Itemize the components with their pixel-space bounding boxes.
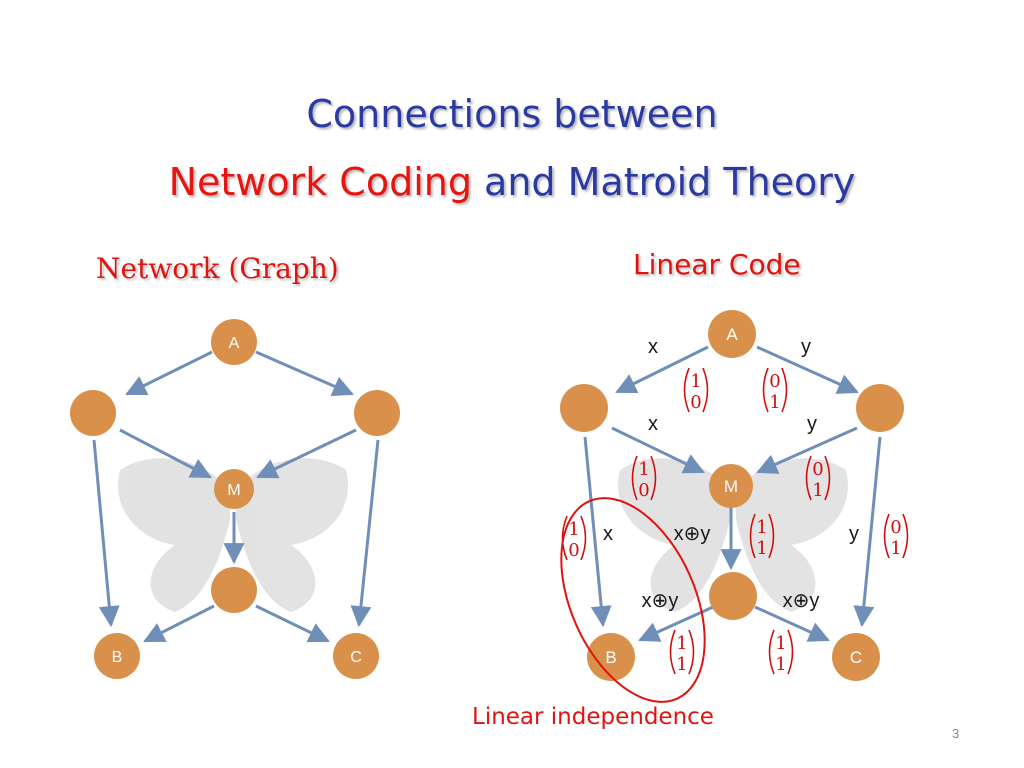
butterfly-watermark-right bbox=[618, 458, 848, 612]
page-number: 3 bbox=[952, 726, 960, 741]
edge-right-c bbox=[853, 436, 882, 628]
edge-right-m bbox=[756, 426, 858, 474]
edge-bottom-c bbox=[255, 604, 330, 643]
edge-label-y-top: y bbox=[801, 336, 811, 358]
heading-network-graph: Network (Graph) bbox=[96, 252, 339, 285]
heading-linear-code: Linear Code bbox=[633, 248, 801, 281]
edge-left-m bbox=[611, 426, 705, 474]
butterfly-watermark bbox=[118, 458, 348, 612]
node-a-label: A bbox=[726, 325, 738, 344]
node-m-label: M bbox=[227, 482, 240, 499]
vector-bottom-right-bottom: 1 bbox=[775, 654, 786, 675]
node-b bbox=[94, 633, 140, 679]
node-m bbox=[709, 464, 753, 508]
edge-bottom-b bbox=[143, 604, 215, 643]
vector-right-top: 0 bbox=[890, 517, 901, 538]
vector-m-right: 0 1 bbox=[805, 455, 831, 501]
edge-bottom-c bbox=[754, 605, 830, 642]
vector-a-left-top: 1 bbox=[690, 371, 701, 392]
edge-label-xy-bottom-left: x⊕y bbox=[642, 590, 679, 612]
edge-label-xy-bottom-right: x⊕y bbox=[783, 590, 820, 612]
vector-left: 1 0 bbox=[561, 515, 587, 561]
vector-bottom-right: 1 1 bbox=[768, 629, 794, 675]
node-c bbox=[333, 633, 379, 679]
vector-right-bottom: 1 bbox=[890, 538, 901, 559]
vector-center-bottom: 1 bbox=[756, 538, 767, 559]
node-b bbox=[587, 633, 635, 681]
node-c-label: C bbox=[850, 648, 862, 667]
edge-left-m bbox=[119, 428, 212, 479]
edge-right-m bbox=[256, 428, 357, 479]
edge-left-b bbox=[92, 439, 120, 628]
node-c-label: C bbox=[350, 649, 362, 666]
edge-label-xy-center: x⊕y bbox=[674, 523, 711, 545]
vector-right: 0 1 bbox=[883, 513, 909, 559]
vector-left-bottom: 0 bbox=[568, 540, 579, 561]
vector-a-right: 0 1 bbox=[762, 367, 788, 413]
node-c bbox=[832, 633, 880, 681]
edge-a-right bbox=[756, 345, 859, 394]
vector-m-left: 1 0 bbox=[631, 455, 657, 501]
independence-ellipse bbox=[560, 497, 706, 703]
node-b-label: B bbox=[605, 648, 616, 667]
node-a bbox=[708, 310, 756, 358]
edge-bottom-b bbox=[638, 605, 714, 642]
title-network-coding: Network Coding bbox=[168, 160, 472, 204]
linear-code-diagram: A M B C x y x y x x⊕y y x⊕y x⊕y 1 0 bbox=[560, 310, 909, 703]
node-bottom bbox=[211, 567, 257, 613]
edge-label-y-mid: y bbox=[807, 413, 817, 435]
vector-left-top: 1 bbox=[568, 519, 579, 540]
vector-bottom-left-top: 1 bbox=[676, 633, 687, 654]
node-m bbox=[214, 469, 254, 509]
node-a bbox=[211, 319, 257, 365]
edge-label-y-right: y bbox=[849, 523, 859, 545]
edge-right-c bbox=[350, 439, 380, 628]
node-a-label: A bbox=[229, 335, 240, 352]
edge-a-left bbox=[615, 345, 709, 394]
network-graph-diagram: A M B C bbox=[70, 319, 400, 679]
node-right bbox=[856, 384, 904, 432]
vector-a-left: 1 0 bbox=[683, 367, 709, 413]
vector-center: 1 1 bbox=[749, 513, 775, 559]
node-m-label: M bbox=[724, 477, 738, 496]
node-left bbox=[560, 384, 608, 432]
edge-label-x-mid: x bbox=[648, 413, 658, 435]
vector-a-left-bottom: 0 bbox=[690, 392, 701, 413]
caption-linear-independence: Linear independence bbox=[472, 704, 714, 730]
slide-title-line1: Connections between bbox=[306, 92, 718, 136]
vector-a-right-top: 0 bbox=[769, 371, 780, 392]
vector-m-right-bottom: 1 bbox=[812, 480, 823, 501]
edge-label-x-top: x bbox=[648, 336, 658, 358]
edge-a-left bbox=[125, 350, 213, 396]
vector-m-right-top: 0 bbox=[812, 459, 823, 480]
vector-bottom-left: 1 1 bbox=[669, 629, 695, 675]
edge-label-x-left: x bbox=[603, 523, 613, 545]
slide-title-line2: Network Coding and Matroid Theory bbox=[0, 160, 1024, 204]
edge-left-b bbox=[583, 436, 612, 628]
vector-bottom-left-bottom: 1 bbox=[676, 654, 687, 675]
vector-center-top: 1 bbox=[756, 517, 767, 538]
vector-m-left-bottom: 0 bbox=[638, 480, 649, 501]
node-b-label: B bbox=[112, 649, 123, 666]
node-right bbox=[354, 390, 400, 436]
vector-m-left-top: 1 bbox=[638, 459, 649, 480]
vector-a-right-bottom: 1 bbox=[769, 392, 780, 413]
title-matroid-theory: and Matroid Theory bbox=[471, 160, 856, 204]
node-bottom bbox=[709, 572, 757, 620]
edge-a-right bbox=[255, 350, 354, 397]
vector-bottom-right-top: 1 bbox=[775, 633, 786, 654]
node-left bbox=[70, 390, 116, 436]
